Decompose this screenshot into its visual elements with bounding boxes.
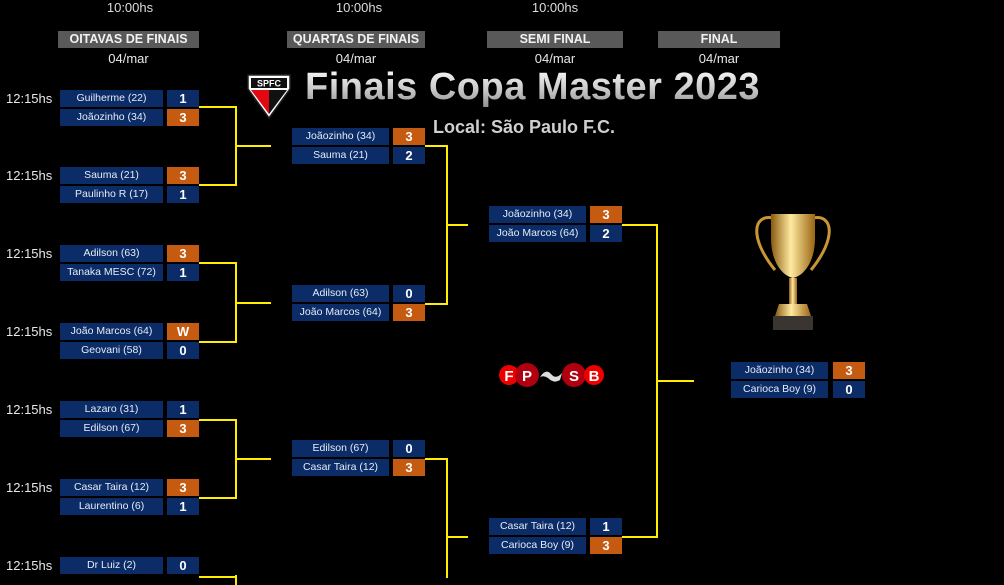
team-name: Carioca Boy (9) xyxy=(489,537,586,554)
top-time-3: 10:00hs xyxy=(531,0,579,15)
round-date-quartas: 04/mar xyxy=(335,51,377,66)
team-name: Joãozinho (34) xyxy=(489,206,586,223)
team-name: João Marcos (64) xyxy=(292,304,389,321)
round-header-semi: SEMI FINAL xyxy=(487,31,623,48)
round-header-final: FINAL xyxy=(658,31,780,48)
match-time: 12:15hs xyxy=(6,480,53,495)
match-time: 12:15hs xyxy=(6,168,53,183)
team-name: Edilson (67) xyxy=(292,440,389,457)
top-time-2: 10:00hs xyxy=(335,0,383,15)
team-score: 3 xyxy=(167,167,199,184)
fpsb-logo: FPSB xyxy=(499,363,604,387)
bracket-connector-line xyxy=(447,224,468,226)
team-score: 0 xyxy=(393,440,425,457)
bracket-connector-line xyxy=(236,145,271,147)
round-date-semi: 04/mar xyxy=(534,51,576,66)
bracket-connector-line xyxy=(425,458,447,460)
team-name: Adilson (63) xyxy=(60,245,163,262)
match-time: 12:15hs xyxy=(6,91,53,106)
team-score: 3 xyxy=(590,537,622,554)
team-score: 0 xyxy=(833,381,865,398)
team-name: Geovani (58) xyxy=(60,342,163,359)
round-header-quartas: QUARTAS DE FINAIS xyxy=(287,31,425,48)
page-title: Finais Copa Master 2023 xyxy=(305,66,761,108)
team-score: 3 xyxy=(167,420,199,437)
match-time: 12:15hs xyxy=(6,246,53,261)
team-name: Guilherme (22) xyxy=(60,90,163,107)
team-name: João Marcos (64) xyxy=(60,323,163,340)
team-score: 1 xyxy=(590,518,622,535)
team-score: 1 xyxy=(167,401,199,418)
team-score: 0 xyxy=(167,342,199,359)
bracket-connector-line xyxy=(199,184,236,186)
round-date-oitavas: 04/mar xyxy=(108,51,149,66)
top-time-1: 10:00hs xyxy=(106,0,154,15)
trophy-icon xyxy=(755,214,831,330)
bracket-connector-line xyxy=(622,224,657,226)
team-name: Casar Taira (12) xyxy=(60,479,163,496)
team-name: Sauma (21) xyxy=(60,167,163,184)
team-name: Adilson (63) xyxy=(292,285,389,302)
team-score: W xyxy=(167,323,199,340)
spfc-shield-logo: SPFC xyxy=(247,74,291,119)
team-name: Joãozinho (34) xyxy=(731,362,828,379)
team-score: 3 xyxy=(833,362,865,379)
bracket-connector-line xyxy=(199,419,236,421)
team-name: Tanaka MESC (72) xyxy=(60,264,163,281)
team-name: Joãozinho (34) xyxy=(292,128,389,145)
match-time: 12:15hs xyxy=(6,558,53,573)
team-score: 1 xyxy=(167,186,199,203)
bracket-connector-line xyxy=(199,262,236,264)
bracket-connector-line xyxy=(447,536,468,538)
team-name: Laurentino (6) xyxy=(60,498,163,515)
team-score: 3 xyxy=(167,245,199,262)
team-score: 2 xyxy=(393,147,425,164)
team-score: 3 xyxy=(393,128,425,145)
team-score: 0 xyxy=(393,285,425,302)
team-score: 3 xyxy=(167,109,199,126)
team-score: 1 xyxy=(167,264,199,281)
bracket-connector-line xyxy=(622,536,657,538)
team-name: Dr Luiz (2) xyxy=(60,557,163,574)
round-header-oitavas: OITAVAS DE FINAIS xyxy=(58,31,199,48)
bracket-connector-line xyxy=(199,497,236,499)
bracket-connector-line xyxy=(199,341,236,343)
bracket-connector-line xyxy=(657,380,694,382)
match-time: 12:15hs xyxy=(6,402,53,417)
bracket-connector-line xyxy=(446,458,448,578)
bracket-connector-line xyxy=(235,575,237,585)
bracket-connector-line xyxy=(199,106,236,108)
team-score: 3 xyxy=(590,206,622,223)
team-name: Carioca Boy (9) xyxy=(731,381,828,398)
team-name: Sauma (21) xyxy=(292,147,389,164)
team-score: 3 xyxy=(167,479,199,496)
team-name: Lazaro (31) xyxy=(60,401,163,418)
venue-label: Local: São Paulo F.C. xyxy=(433,117,616,137)
spfc-logo-text: SPFC xyxy=(257,79,282,89)
team-score: 1 xyxy=(167,498,199,515)
team-name: Paulinho R (17) xyxy=(60,186,163,203)
bracket-connector-line xyxy=(199,576,236,578)
team-score: 3 xyxy=(393,459,425,476)
bracket-connector-line xyxy=(236,302,271,304)
team-name: João Marcos (64) xyxy=(489,225,586,242)
bracket-connector-line xyxy=(236,458,271,460)
round-date-final: 04/mar xyxy=(698,51,740,66)
team-name: Joãozinho (34) xyxy=(60,109,163,126)
team-name: Edilson (67) xyxy=(60,420,163,437)
bracket-connector-line xyxy=(425,303,447,305)
team-name: Casar Taira (12) xyxy=(292,459,389,476)
team-score: 0 xyxy=(167,557,199,574)
team-score: 1 xyxy=(167,90,199,107)
team-score: 3 xyxy=(393,304,425,321)
match-time: 12:15hs xyxy=(6,324,53,339)
bracket-connector-line xyxy=(425,145,447,147)
team-score: 2 xyxy=(590,225,622,242)
team-name: Casar Taira (12) xyxy=(489,518,586,535)
